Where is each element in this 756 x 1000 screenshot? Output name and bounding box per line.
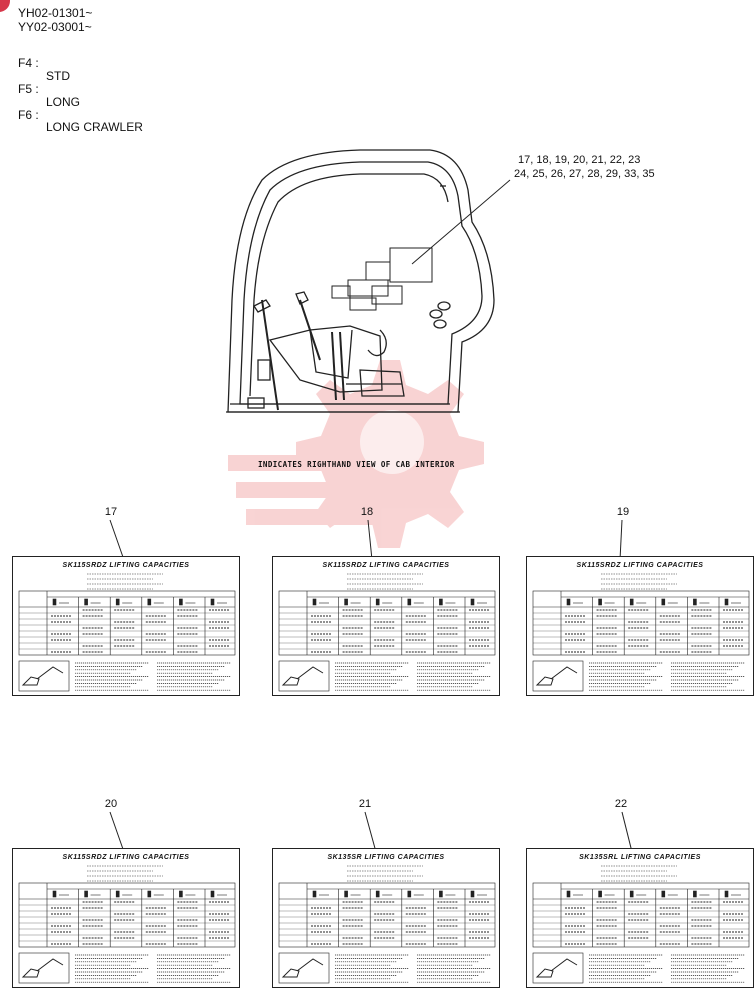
variant-value-long-crawler: LONG CRAWLER <box>46 120 143 134</box>
serial-range-1: YH02-01301~ <box>18 6 93 20</box>
decal-plate-22: SK135SRL LIFTING CAPACITIES <box>526 848 754 988</box>
decal-plate-20: SK115SRDZ LIFTING CAPACITIES <box>12 848 240 988</box>
callout-numbers-line-2: 24, 25, 26, 27, 28, 29, 33, 35 <box>514 168 655 180</box>
callout-numbers-line-1: 17, 18, 19, 20, 21, 22, 23 <box>518 154 641 166</box>
decal-chart-art <box>532 865 750 984</box>
decal-title: SK135SRL LIFTING CAPACITIES <box>579 854 701 861</box>
decal-chart-art <box>278 865 496 984</box>
decal-number-19: 19 <box>616 506 630 518</box>
decal-chart-art <box>18 865 236 984</box>
decal-chart-art <box>278 573 496 692</box>
variant-value-long: LONG <box>46 95 81 109</box>
decal-plate-17: SK115SRDZ LIFTING CAPACITIES <box>12 556 240 696</box>
decal-title: SK115SRDZ LIFTING CAPACITIES <box>322 562 450 569</box>
decal-number-22: 22 <box>614 798 628 810</box>
decal-number-20: 20 <box>104 798 118 810</box>
cab-view-caption: INDICATES RIGHTHAND VIEW OF CAB INTERIOR <box>258 460 455 469</box>
page-badge <box>0 0 10 12</box>
decal-number-17: 17 <box>104 506 118 518</box>
decal-chart-art <box>18 573 236 692</box>
decal-number-18: 18 <box>360 506 374 518</box>
decal-plate-19: SK115SRDZ LIFTING CAPACITIES <box>526 556 754 696</box>
decal-title: SK115SRDZ LIFTING CAPACITIES <box>62 854 190 861</box>
serial-range-2: YY02-03001~ <box>18 20 92 34</box>
variant-value-std: STD <box>46 69 70 83</box>
decal-chart-art <box>532 573 750 692</box>
variant-key-f4: F4 : <box>18 56 39 70</box>
decal-title: SK135SR LIFTING CAPACITIES <box>327 854 445 861</box>
variant-key-f6: F6 : <box>18 108 39 122</box>
variant-key-f5: F5 : <box>18 82 39 96</box>
decal-title: SK115SRDZ LIFTING CAPACITIES <box>576 562 704 569</box>
decal-plate-21: SK135SR LIFTING CAPACITIES <box>272 848 500 988</box>
decal-number-21: 21 <box>358 798 372 810</box>
decal-title: SK115SRDZ LIFTING CAPACITIES <box>62 562 190 569</box>
decal-plate-18: SK115SRDZ LIFTING CAPACITIES <box>272 556 500 696</box>
